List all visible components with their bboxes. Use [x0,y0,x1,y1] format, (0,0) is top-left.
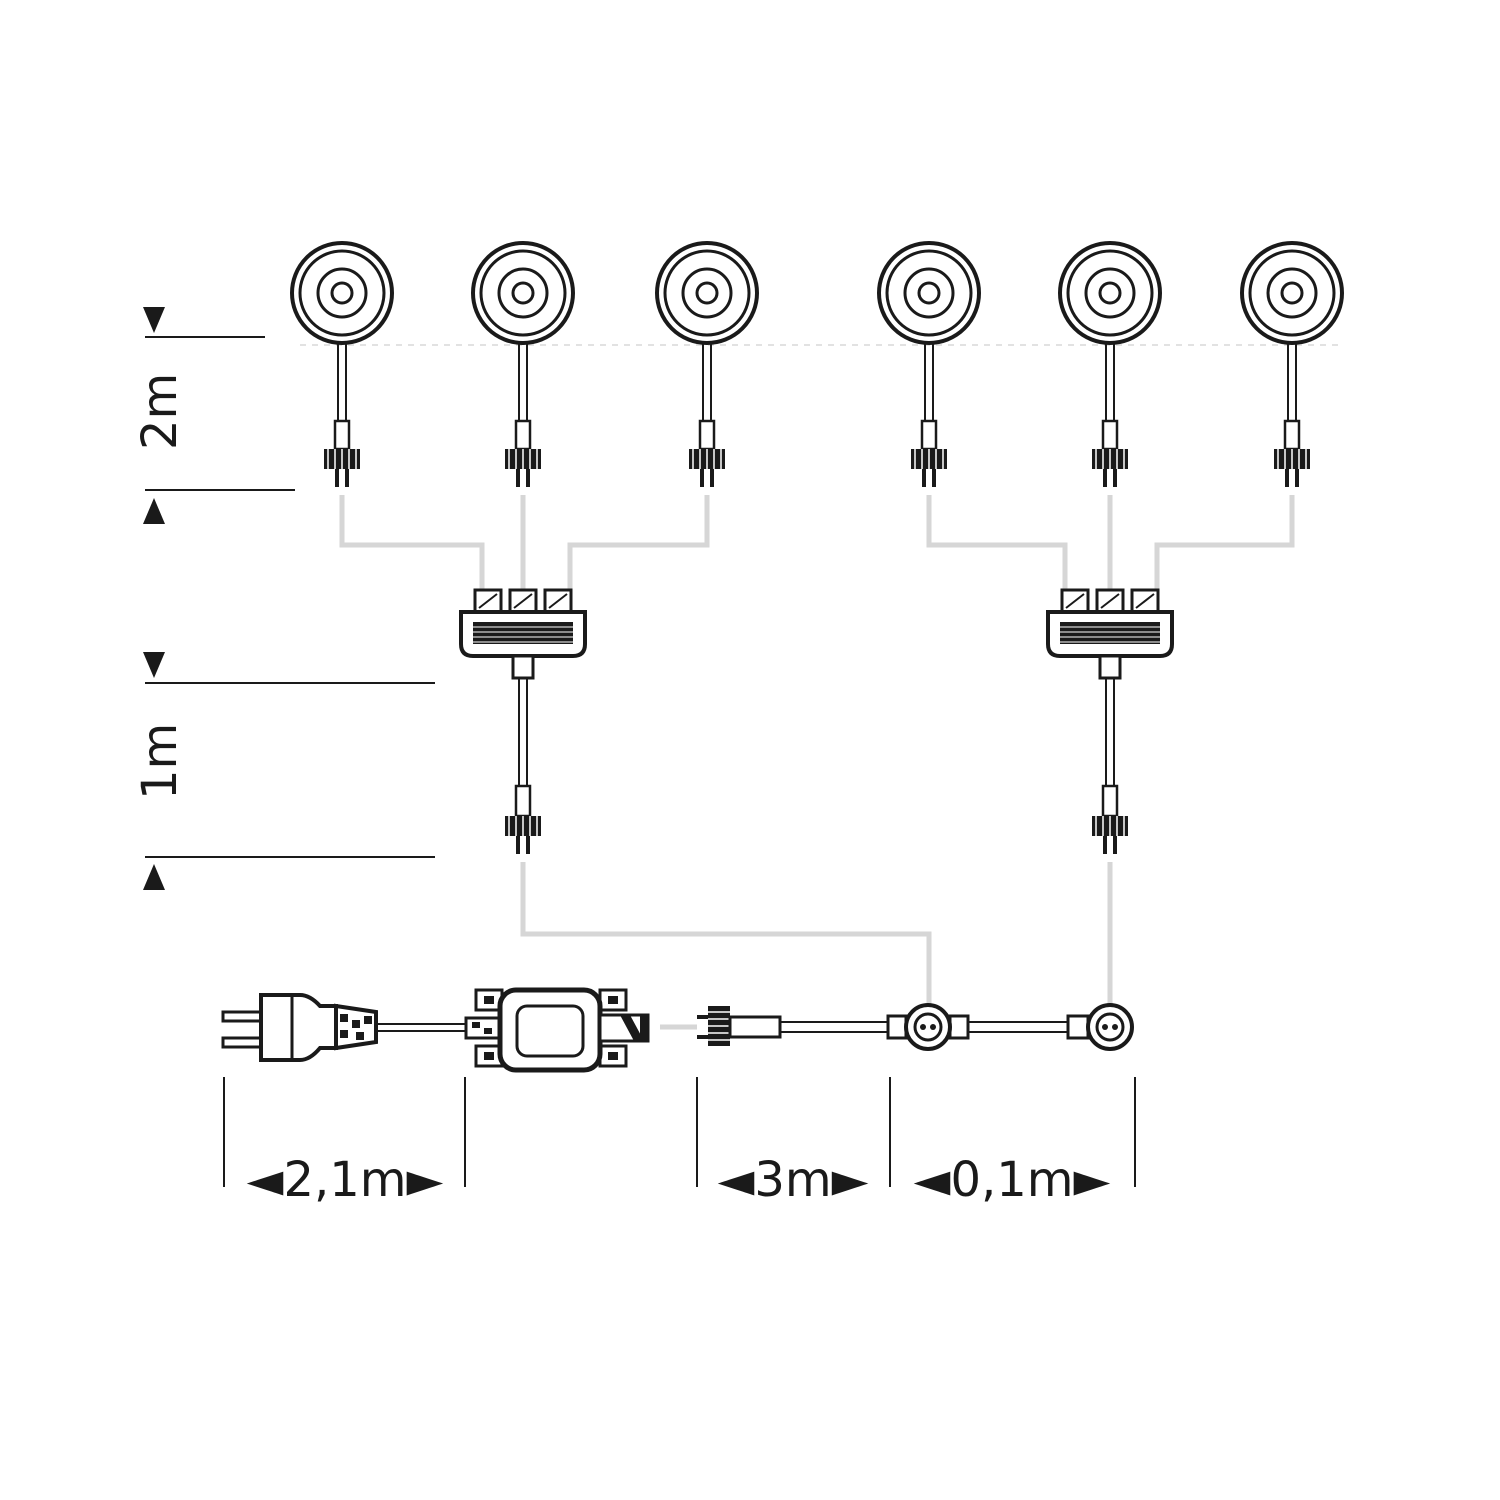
dimension-label-2m: 2m [132,373,188,450]
spotlight-icon [1240,241,1344,489]
spotlight-icon [655,241,759,489]
horizontal-dimension-ticks [223,1077,1136,1187]
dimension-label-1m: 1m [132,723,188,800]
dimension-1m: 1m [132,652,435,890]
splitter-icon [459,588,587,856]
spotlight-icon [1058,241,1162,489]
dimension-label-3m: ◄3m► [717,1152,868,1208]
end-socket-icon [1086,1003,1134,1051]
extension-cable-icon [697,1006,890,1046]
distributor-icon [886,1003,1090,1051]
dimension-label-2-1m: ◄2,1m► [247,1152,444,1208]
spotlight-icon [877,241,981,489]
spotlight-icon [290,241,394,489]
splitter-icon [1046,588,1174,856]
transformer-icon [464,987,650,1073]
dimension-label-0-1m: ◄0,1m► [914,1152,1111,1208]
connection-wires [339,495,1295,1030]
spotlight-icon [471,241,575,489]
mains-plug-icon [221,993,466,1062]
dimension-2m: 2m [132,307,295,524]
